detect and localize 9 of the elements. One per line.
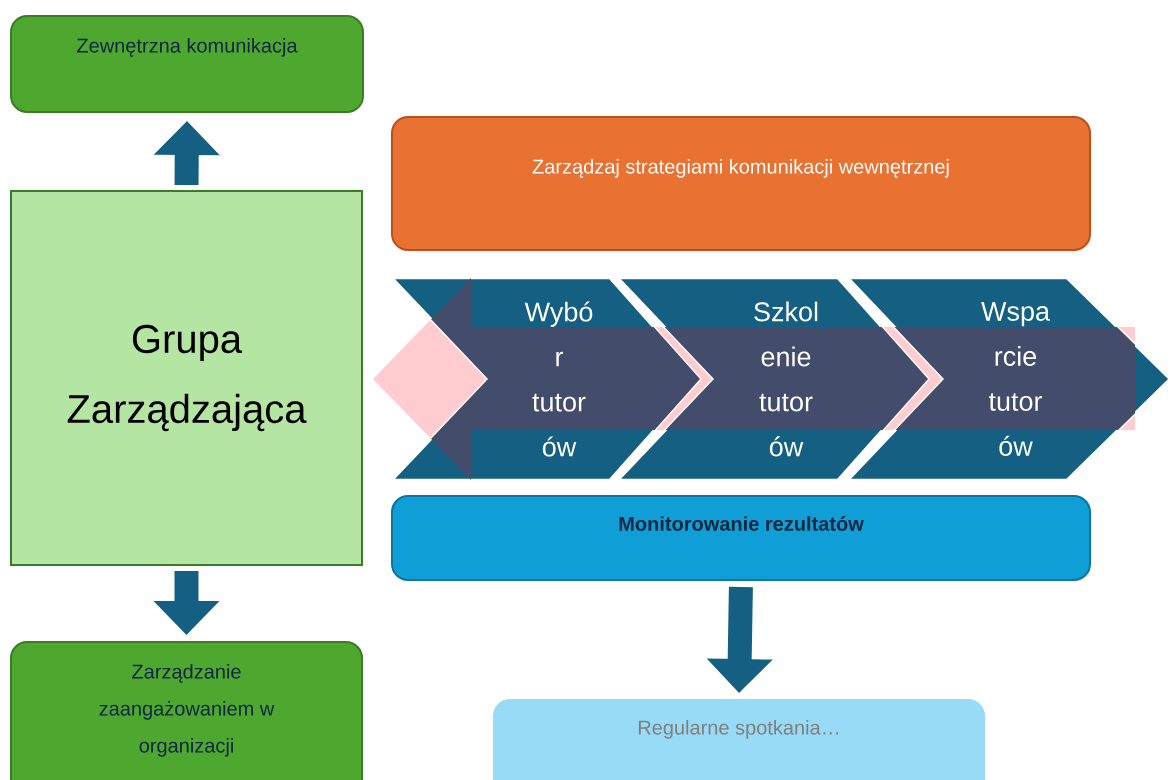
- process-box: Zarządzanie zaangażowaniem w organizacji: [10, 641, 363, 780]
- process-box: Zewnętrzna komunikacja: [10, 15, 364, 113]
- node-label: Wspa rcie tutor ów: [981, 302, 1051, 456]
- chevron-step: Wspa rcie tutor ów: [844, 276, 1172, 482]
- title-box: Grupa Zarządzająca: [10, 190, 363, 566]
- process-box: Zarządzaj strategiami komunikacji wewnętrznej: [391, 116, 1091, 251]
- process-box: Monitorowanie rezultatów: [391, 495, 1091, 581]
- process-box: Regularne spotkania…: [493, 699, 985, 780]
- node-label: Szkol enie tutor ów: [754, 301, 818, 457]
